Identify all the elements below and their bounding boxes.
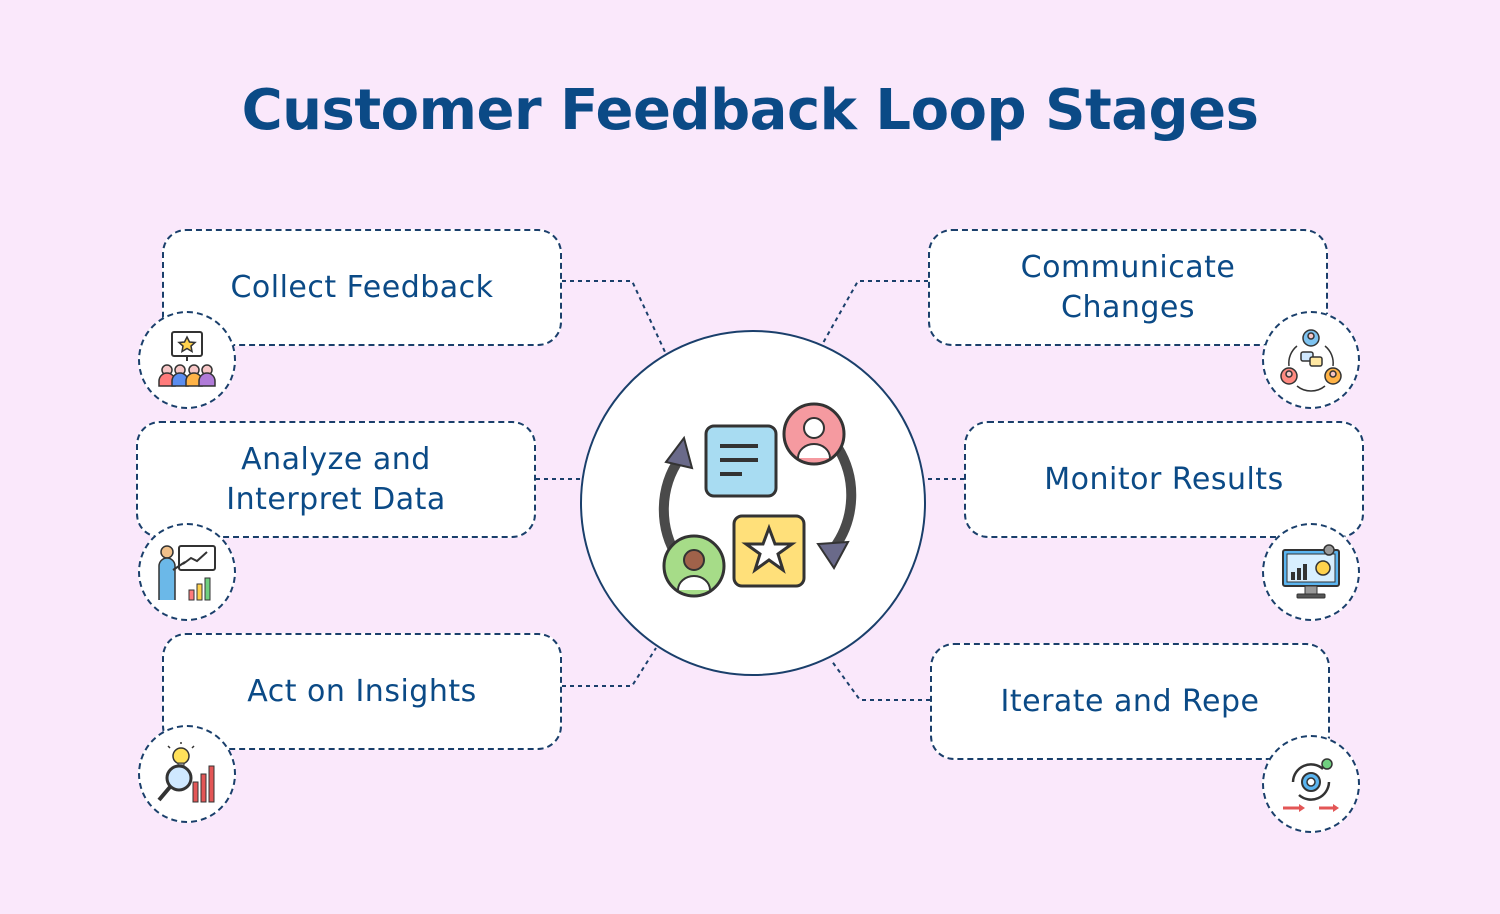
connector-communicate (822, 280, 928, 344)
audience-rating-icon (138, 311, 236, 409)
monitor-dashboard-icon (1262, 523, 1360, 621)
stage-iterate-repeat: Iterate and Repe (930, 643, 1330, 760)
iteration-cycle-icon (1262, 735, 1360, 833)
connector-collect (562, 280, 666, 353)
stage-act-on-insights: Act on Insights (162, 633, 562, 750)
presentation-chart-icon (138, 523, 236, 621)
team-communication-icon (1262, 311, 1360, 409)
stage-label-line1: Analyze and (241, 441, 431, 477)
stage-communicate-changes: Communicate Changes (928, 229, 1328, 346)
stage-label-line2: Changes (1061, 289, 1195, 325)
connector-act (562, 647, 657, 687)
stage-label: Monitor Results (1044, 461, 1284, 497)
stage-label-line2: Interpret Data (226, 481, 446, 517)
page-title: Customer Feedback Loop Stages (241, 78, 1259, 143)
stage-label-line1: Communicate (1020, 249, 1236, 285)
stage-label: Iterate and Repe (1000, 683, 1260, 719)
stage-analyze-interpret: Analyze and Interpret Data (136, 421, 536, 538)
feedback-loop-icon (580, 330, 926, 676)
insight-analysis-icon (138, 725, 236, 823)
stage-monitor-results: Monitor Results (964, 421, 1364, 538)
connector-iterate (830, 659, 930, 701)
stage-label: Collect Feedback (230, 269, 494, 305)
stage-collect-feedback: Collect Feedback (162, 229, 562, 346)
stage-label: Act on Insights (247, 673, 477, 709)
